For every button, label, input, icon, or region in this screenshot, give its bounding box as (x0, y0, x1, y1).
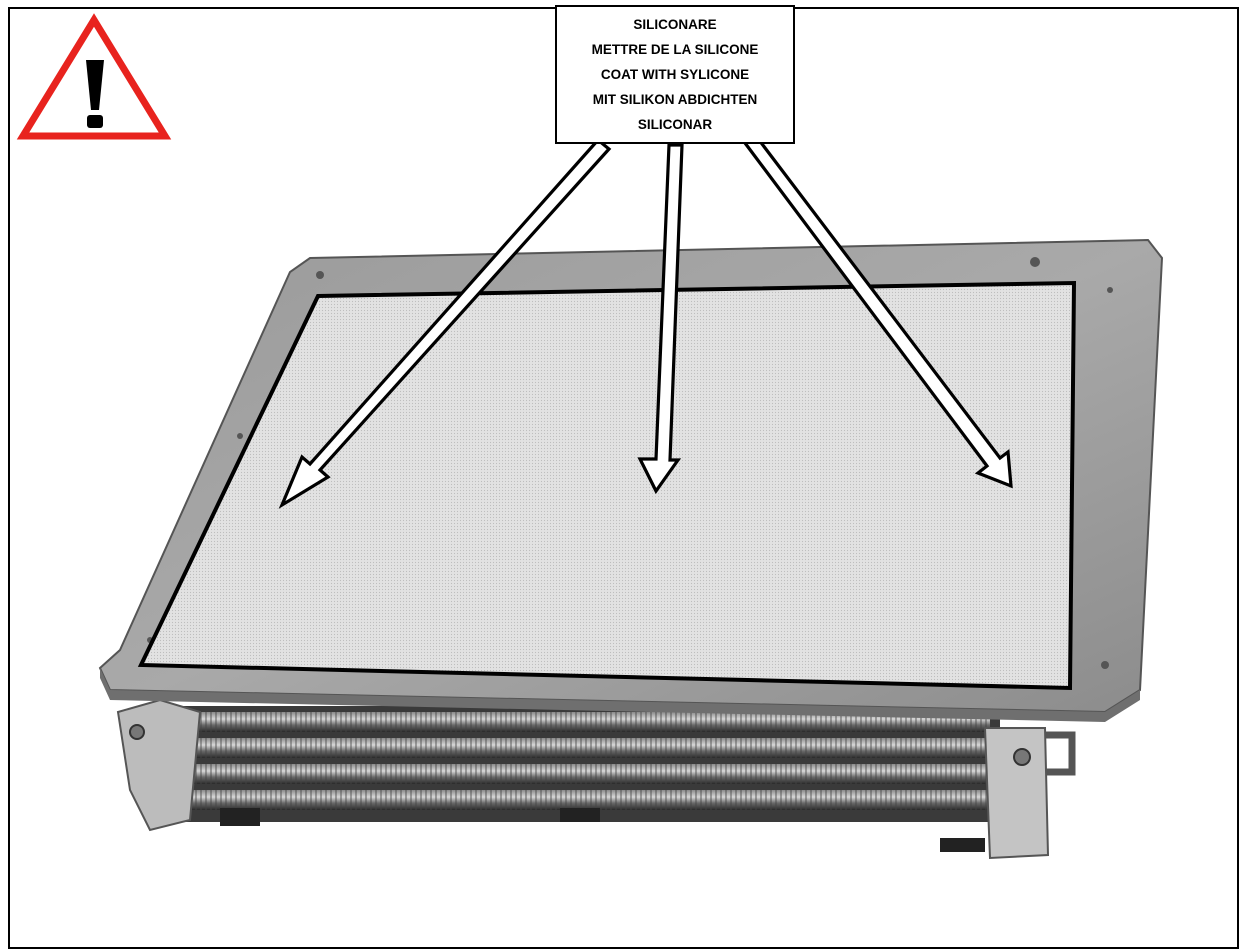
callout-line-italian: SILICONARE (633, 17, 717, 32)
callout-line-french: METTRE DE LA SILICONE (591, 42, 759, 57)
exclamation-mark (86, 60, 104, 110)
arrow-center (637, 143, 684, 495)
arrow-right (742, 133, 1013, 489)
callout-line-spanish: SILICONAR (637, 117, 713, 132)
right-end-bracket (983, 727, 1050, 860)
warning-triangle-icon (16, 13, 172, 140)
callout-line-english: COAT WITH SYLICONE (600, 67, 750, 82)
silicone-callout-box: SILICONARE METTRE DE LA SILICONE COAT WI… (555, 5, 795, 144)
arrow-left (278, 137, 612, 509)
callout-line-german: MIT SILIKON ABDICHTEN (592, 92, 758, 107)
silicone-area (137, 280, 1077, 691)
evaporator-coil (170, 706, 1076, 852)
exclamation-dot (87, 115, 103, 128)
left-end-bracket (116, 698, 202, 832)
